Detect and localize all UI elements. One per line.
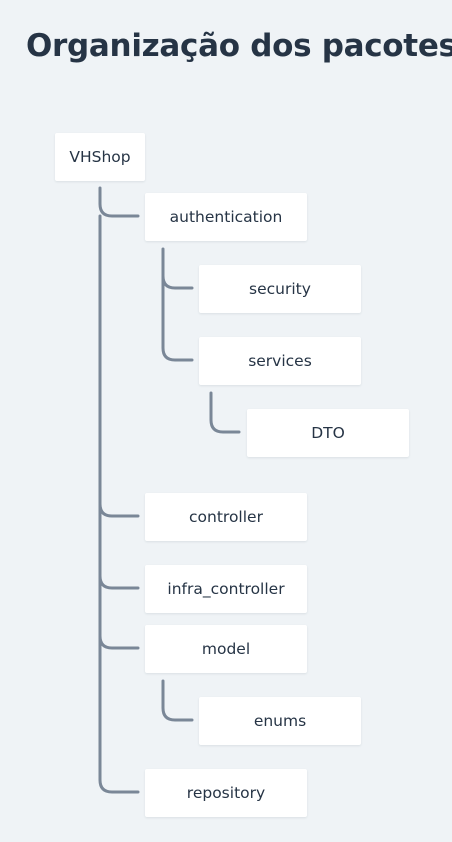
connector-root-authentication — [98, 186, 140, 218]
connector-model-enums — [161, 679, 194, 722]
connector-services-dto — [209, 391, 241, 434]
tree-node-services[interactable]: services — [199, 337, 361, 385]
tree-node-authentication[interactable]: authentication — [145, 193, 307, 241]
tree-node-controller[interactable]: controller — [145, 493, 307, 541]
connector-root-model — [98, 634, 140, 650]
connector-authentication-services — [161, 247, 194, 362]
tree-node-infra-controller[interactable]: infra_controller — [145, 565, 307, 613]
tree-node-model[interactable]: model — [145, 625, 307, 673]
connector-root-controller — [98, 502, 140, 518]
connector-authentication-security — [161, 274, 194, 290]
tree-node-enums[interactable]: enums — [199, 697, 361, 745]
tree-node-vhshop[interactable]: VHShop — [55, 133, 145, 181]
connector-root-trunk — [98, 214, 140, 794]
tree-node-security[interactable]: security — [199, 265, 361, 313]
tree-node-repository[interactable]: repository — [145, 769, 307, 817]
tree-node-dto[interactable]: DTO — [247, 409, 409, 457]
connector-root-infra-controller — [98, 574, 140, 590]
page-title: Organização dos pacotes — [26, 28, 452, 64]
